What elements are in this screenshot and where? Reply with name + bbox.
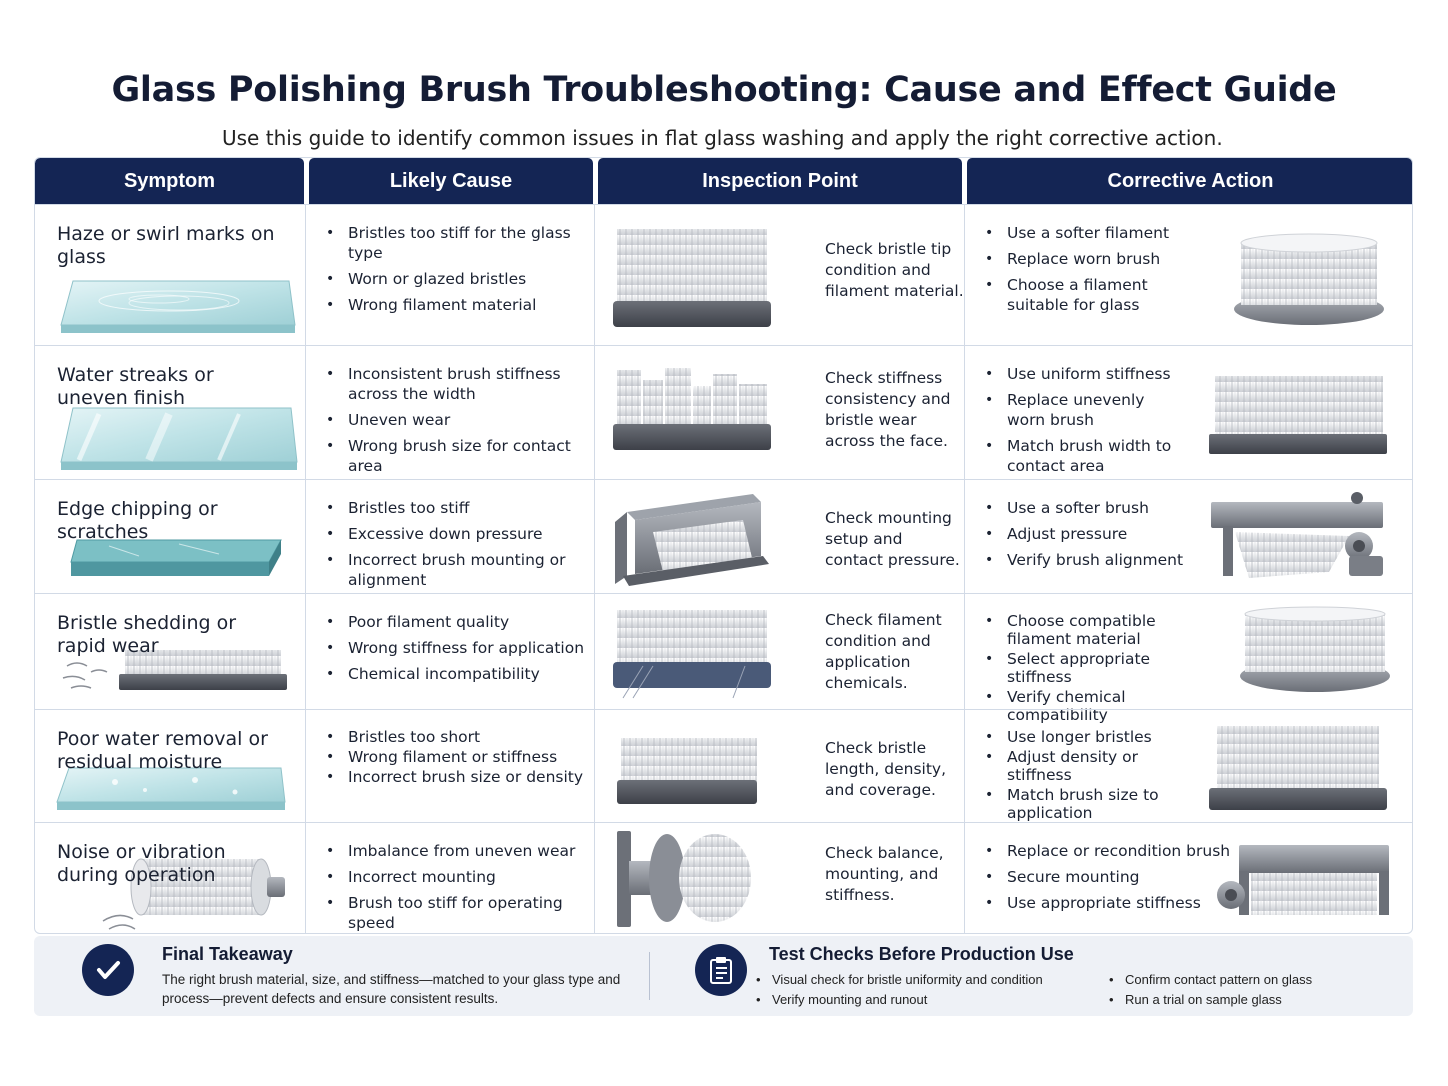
header-likely-cause: Likely Cause <box>309 158 593 204</box>
action-item: Verify brush alignment <box>985 550 1185 570</box>
symptom-text: Noise or vibration during operation <box>57 841 226 886</box>
action-item: Match brush width to contact area <box>985 436 1185 476</box>
action-item: Use uniform stiffness <box>985 364 1185 384</box>
column-divider <box>305 204 306 933</box>
action-item: Match brush size to application <box>985 786 1205 822</box>
action-item: Choose compatible filament material <box>985 612 1205 648</box>
check-item: Visual check for bristle uniformity and … <box>756 970 1043 990</box>
inspection-text: Check mounting setup and contact pressur… <box>825 509 960 569</box>
cause-item: Bristles too stiff <box>326 498 586 518</box>
action-item: Use longer bristles <box>985 728 1205 746</box>
checkmark-icon <box>82 944 134 996</box>
page-subtitle: Use this guide to identify common issues… <box>222 126 1223 150</box>
short-bristle-brush-illustration <box>617 738 757 804</box>
column-divider <box>594 204 595 933</box>
action-item: Replace unevenly worn brush <box>985 390 1185 430</box>
takeaway-title: Final Takeaway <box>162 944 293 964</box>
cause-item: Wrong filament or stiffness <box>326 748 586 766</box>
brush-hub-illustration <box>617 831 751 927</box>
cause-item: Inconsistent brush stiffness across the … <box>326 364 586 404</box>
inspection-text: Check filament condition and application… <box>825 611 942 692</box>
chipped-glass-edge-illustration <box>70 539 282 576</box>
cause-item: Wrong filament material <box>326 295 586 315</box>
action-item: Use a softer brush <box>985 498 1185 518</box>
checks-title: Test Checks Before Production Use <box>769 944 1074 964</box>
table-row: Bristle shedding or rapid wear Poor fila… <box>35 593 1412 724</box>
symptom-text: Edge chipping or scratches <box>57 498 218 543</box>
round-brush-illustration <box>1234 233 1384 325</box>
inspection-text: Check bristle tip condition and filament… <box>825 240 964 300</box>
check-item: Verify mounting and runout <box>756 990 1043 1010</box>
cause-item: Incorrect mounting <box>326 867 586 887</box>
action-item: Use a softer filament <box>985 223 1205 243</box>
clipboard-icon <box>695 944 747 996</box>
cause-item: Worn or glazed bristles <box>326 269 586 289</box>
symptom-text: Bristle shedding or rapid wear <box>57 612 237 657</box>
table-row: Water streaks or uneven finish Inconsist… <box>35 345 1412 479</box>
page-title: Glass Polishing Brush Troubleshooting: C… <box>111 70 1337 110</box>
table-row: Noise or vibration during operation Imba… <box>35 822 1412 933</box>
cause-item: Poor filament quality <box>326 612 586 632</box>
brush-mount-illustration <box>615 494 769 586</box>
table-row: Edge chipping or scratches Bristles too … <box>35 479 1412 593</box>
brush-bristle-tip-illustration <box>613 229 771 327</box>
table-row: Poor water removal or residual moisture … <box>35 709 1412 822</box>
symptom-text: Water streaks or uneven finish <box>57 364 214 409</box>
cause-item: Incorrect brush mounting or alignment <box>326 550 586 590</box>
action-item: Adjust pressure <box>985 524 1185 544</box>
cause-item: Incorrect brush size or density <box>326 768 586 786</box>
cause-item: Wrong brush size for contact area <box>326 436 586 476</box>
action-item: Choose a filament suitable for glass <box>985 275 1205 315</box>
mounted-brush-arm-illustration <box>1211 492 1383 578</box>
cause-item: Imbalance from uneven wear <box>326 841 586 861</box>
footer-divider <box>649 952 650 1000</box>
symptom-text: Haze or swirl marks on glass <box>57 223 275 268</box>
action-item: Secure mounting <box>985 867 1235 887</box>
action-item: Verify chemical compatibility <box>985 688 1205 724</box>
cause-item: Bristles too short <box>326 728 586 746</box>
checks-list-left: Visual check for bristle uniformity and … <box>756 970 1043 1010</box>
action-item: Select appropriate stiffness <box>985 650 1205 686</box>
cause-item: Excessive down pressure <box>326 524 586 544</box>
check-item: Confirm contact pattern on glass <box>1109 970 1312 990</box>
action-item: Use appropriate stiffness <box>985 893 1235 913</box>
worn-filament-illustration <box>613 610 771 699</box>
cause-item: Chemical incompatibility <box>326 664 586 684</box>
shedding-brush-illustration <box>62 650 287 690</box>
cause-item: Wrong stiffness for application <box>326 638 586 658</box>
footer-panel: Final Takeaway The right brush material,… <box>34 936 1413 1016</box>
table-row: Haze or swirl marks on glass Bristles to… <box>35 204 1412 345</box>
column-divider <box>964 204 965 933</box>
action-item: Adjust density or stiffness <box>985 748 1205 784</box>
cause-item: Uneven wear <box>326 410 586 430</box>
round-brush-replacement-illustration <box>1240 606 1390 692</box>
long-bristle-brush-illustration <box>1209 726 1387 810</box>
strip-brush-illustration <box>1209 376 1387 454</box>
header-inspection-point: Inspection Point <box>598 158 962 204</box>
checks-list-right: Confirm contact pattern on glass Run a t… <box>1109 970 1312 1010</box>
inspection-text: Check stiffness consistency and bristle … <box>825 369 951 450</box>
roller-brush-assembly-illustration <box>1217 845 1389 915</box>
check-item: Run a trial on sample glass <box>1109 990 1312 1010</box>
troubleshooting-table: Symptom Likely Cause Inspection Point Co… <box>34 157 1413 934</box>
header-corrective-action: Corrective Action <box>967 158 1412 204</box>
inspection-text: Check bristle length, density, and cover… <box>825 739 947 799</box>
cause-item: Brush too stiff for operating speed <box>326 893 586 933</box>
action-item: Replace worn brush <box>985 249 1205 269</box>
action-item: Replace or recondition brush <box>985 841 1235 861</box>
header-symptom: Symptom <box>35 158 304 204</box>
table-header: Symptom Likely Cause Inspection Point Co… <box>35 158 1412 204</box>
uneven-brush-illustration <box>613 368 771 450</box>
symptom-text: Poor water removal or residual moisture <box>57 728 268 773</box>
takeaway-text: The right brush material, size, and stif… <box>162 972 621 1006</box>
glass-pane-streaks-illustration <box>60 407 298 470</box>
cause-item: Bristles too stiff for the glass type <box>326 223 586 263</box>
wet-glass-illustration <box>56 767 286 810</box>
inspection-text: Check balance, mounting, and stiffness. <box>825 844 944 904</box>
glass-pane-haze-illustration <box>60 280 296 333</box>
vibrating-roller-brush-illustration <box>102 858 285 930</box>
